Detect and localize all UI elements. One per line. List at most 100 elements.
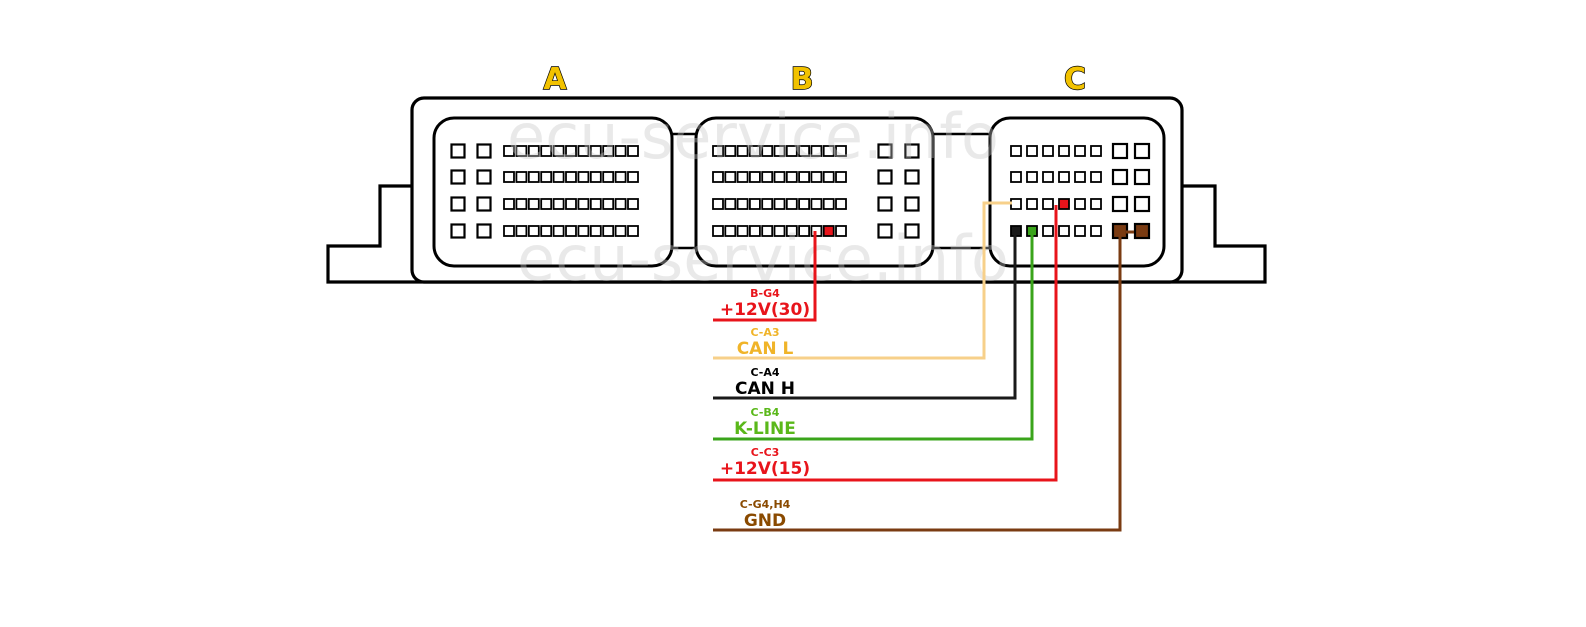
connector-c-pins xyxy=(1010,142,1151,240)
connector-pin xyxy=(1010,171,1022,183)
connector-pin xyxy=(877,196,893,212)
connector-pin xyxy=(877,223,893,239)
connector-pin xyxy=(1111,195,1129,213)
connector-pin xyxy=(835,145,847,157)
signal-code-c-c3: C-C3 xyxy=(751,446,780,459)
connector-pin xyxy=(602,198,615,210)
connector-pin xyxy=(810,171,823,183)
connector-pin xyxy=(724,145,737,157)
connector-pin xyxy=(835,225,847,237)
connector-pin xyxy=(627,171,639,183)
wire-gnd xyxy=(713,232,1122,532)
connector-pin xyxy=(1042,171,1054,183)
connector-pin xyxy=(810,198,823,210)
connector-pin xyxy=(577,145,590,157)
connector-pin xyxy=(476,196,492,212)
connector-pin xyxy=(773,171,786,183)
connector-pin xyxy=(589,171,602,183)
connector-pin xyxy=(835,171,847,183)
connector-pin xyxy=(736,225,749,237)
connector-pin xyxy=(627,225,639,237)
signal-code-b-g4: B-G4 xyxy=(750,287,780,300)
connector-pin xyxy=(565,171,577,183)
connector-pin xyxy=(835,198,847,210)
connector-pin xyxy=(712,145,724,157)
connector-pin xyxy=(540,198,553,210)
connector-pin xyxy=(773,198,786,210)
connector-pin xyxy=(1074,171,1086,183)
connector-pin xyxy=(1133,168,1151,186)
signal-name-12v-15: +12V(15) xyxy=(720,459,810,479)
connector-pin xyxy=(749,145,761,157)
connector-pin xyxy=(1010,145,1022,157)
connector-label-c: C xyxy=(1064,62,1086,97)
connector-pin xyxy=(552,198,565,210)
connector-pin xyxy=(761,145,774,157)
connector-pin xyxy=(712,198,724,210)
connector-pin xyxy=(749,198,761,210)
connector-pin xyxy=(904,169,920,185)
connector-label-b: B xyxy=(791,62,814,97)
connector-pin xyxy=(822,225,835,237)
connector-pin xyxy=(724,198,737,210)
connector-pin xyxy=(736,145,749,157)
signal-name-k-line: K-LINE xyxy=(734,419,796,439)
connector-pin xyxy=(749,171,761,183)
connector-pin xyxy=(724,225,737,237)
connector-pin xyxy=(785,198,798,210)
connector-pin xyxy=(1090,198,1102,210)
connector-pin xyxy=(1133,195,1151,213)
connector-pin xyxy=(785,171,798,183)
connector-pin xyxy=(712,171,724,183)
connector-pin xyxy=(589,198,602,210)
connector-pin xyxy=(736,171,749,183)
connector-pin xyxy=(904,223,920,239)
wire-k-line xyxy=(713,232,1034,441)
connector-pin xyxy=(785,225,798,237)
connector-pin xyxy=(565,198,577,210)
connector-pin xyxy=(1026,171,1038,183)
connector-pin xyxy=(614,171,627,183)
connector-pin xyxy=(552,171,565,183)
connector-pin xyxy=(1111,168,1129,186)
connector-pin xyxy=(476,223,492,239)
connector-pin xyxy=(1042,145,1054,157)
wire-12v-30 xyxy=(713,231,817,322)
connector-pin xyxy=(552,145,565,157)
connector-pin xyxy=(540,225,553,237)
connector-pin xyxy=(1074,225,1086,237)
connector-pin xyxy=(785,145,798,157)
connector-pin xyxy=(761,198,774,210)
connector-pin xyxy=(1010,198,1022,210)
connector-pin xyxy=(450,196,466,212)
connector-pin xyxy=(614,145,627,157)
connector-pin xyxy=(540,171,553,183)
connector-pin xyxy=(602,225,615,237)
connector-pin xyxy=(450,143,466,159)
signal-code-c-b4: C-B4 xyxy=(751,406,780,419)
signal-code-c-a3: C-A3 xyxy=(750,326,779,339)
connector-pin xyxy=(627,145,639,157)
connector-pin xyxy=(527,198,540,210)
connector-pin xyxy=(577,198,590,210)
connector-pin xyxy=(476,169,492,185)
connector-label-a: A xyxy=(543,62,567,97)
connector-pin xyxy=(565,145,577,157)
connector-pin xyxy=(627,198,639,210)
connector-pin xyxy=(527,171,540,183)
connector-pin xyxy=(589,145,602,157)
connector-pin xyxy=(565,225,577,237)
connector-pin xyxy=(577,171,590,183)
connector-pin xyxy=(904,143,920,159)
connector-pin xyxy=(877,169,893,185)
connector-pin xyxy=(515,198,528,210)
connector-pin xyxy=(1042,225,1054,237)
connector-pin xyxy=(773,225,786,237)
connector-pin xyxy=(1133,222,1151,240)
connector-pin xyxy=(503,198,515,210)
connector-pin xyxy=(712,225,724,237)
connector-pin xyxy=(822,198,835,210)
wire-can-l xyxy=(713,201,1012,360)
connector-pin xyxy=(614,225,627,237)
